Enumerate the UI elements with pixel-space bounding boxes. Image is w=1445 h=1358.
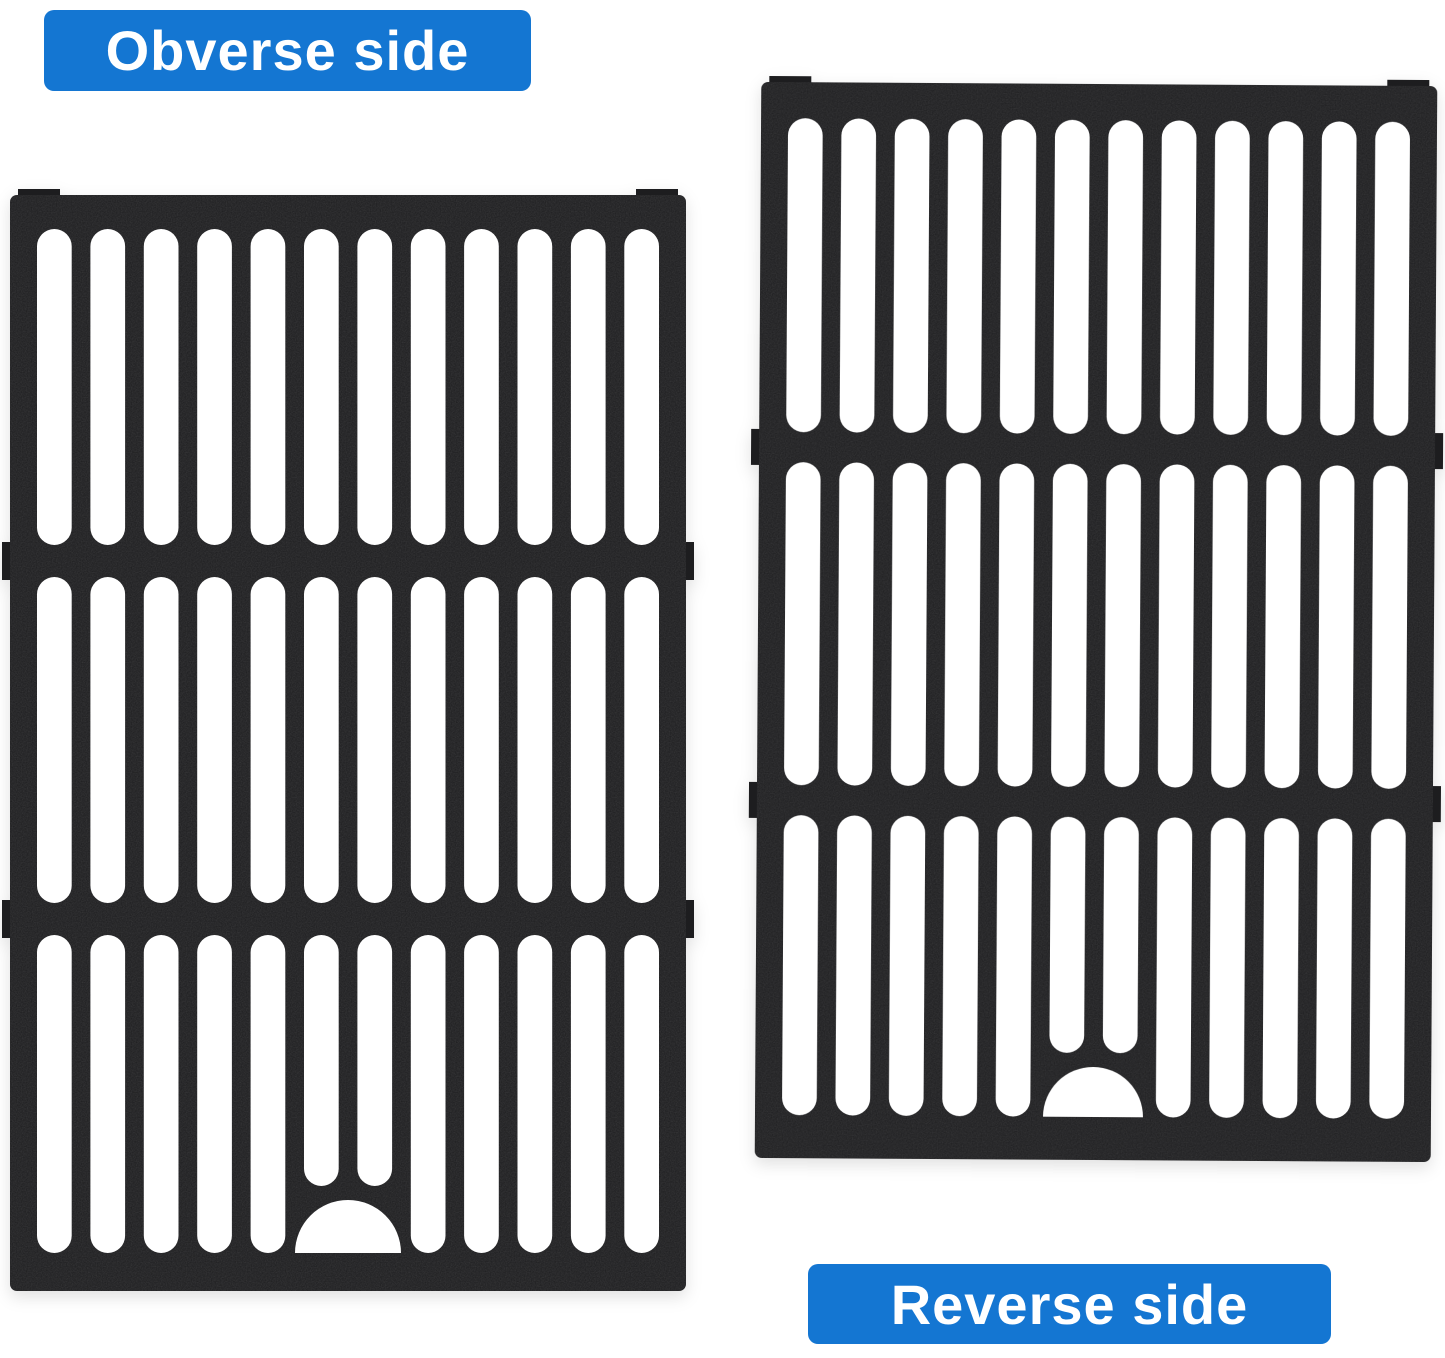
grate-reverse-image (748, 75, 1444, 1163)
grate-reverse-graphic (748, 75, 1444, 1163)
reverse-side-label-text: Reverse side (890, 1272, 1249, 1336)
obverse-side-label: Obverse side (44, 10, 531, 91)
obverse-side-label-text: Obverse side (105, 19, 470, 82)
grate-obverse-graphic (2, 189, 694, 1291)
grate-obverse-image (2, 189, 694, 1291)
reverse-side-label: Reverse side (808, 1264, 1331, 1344)
